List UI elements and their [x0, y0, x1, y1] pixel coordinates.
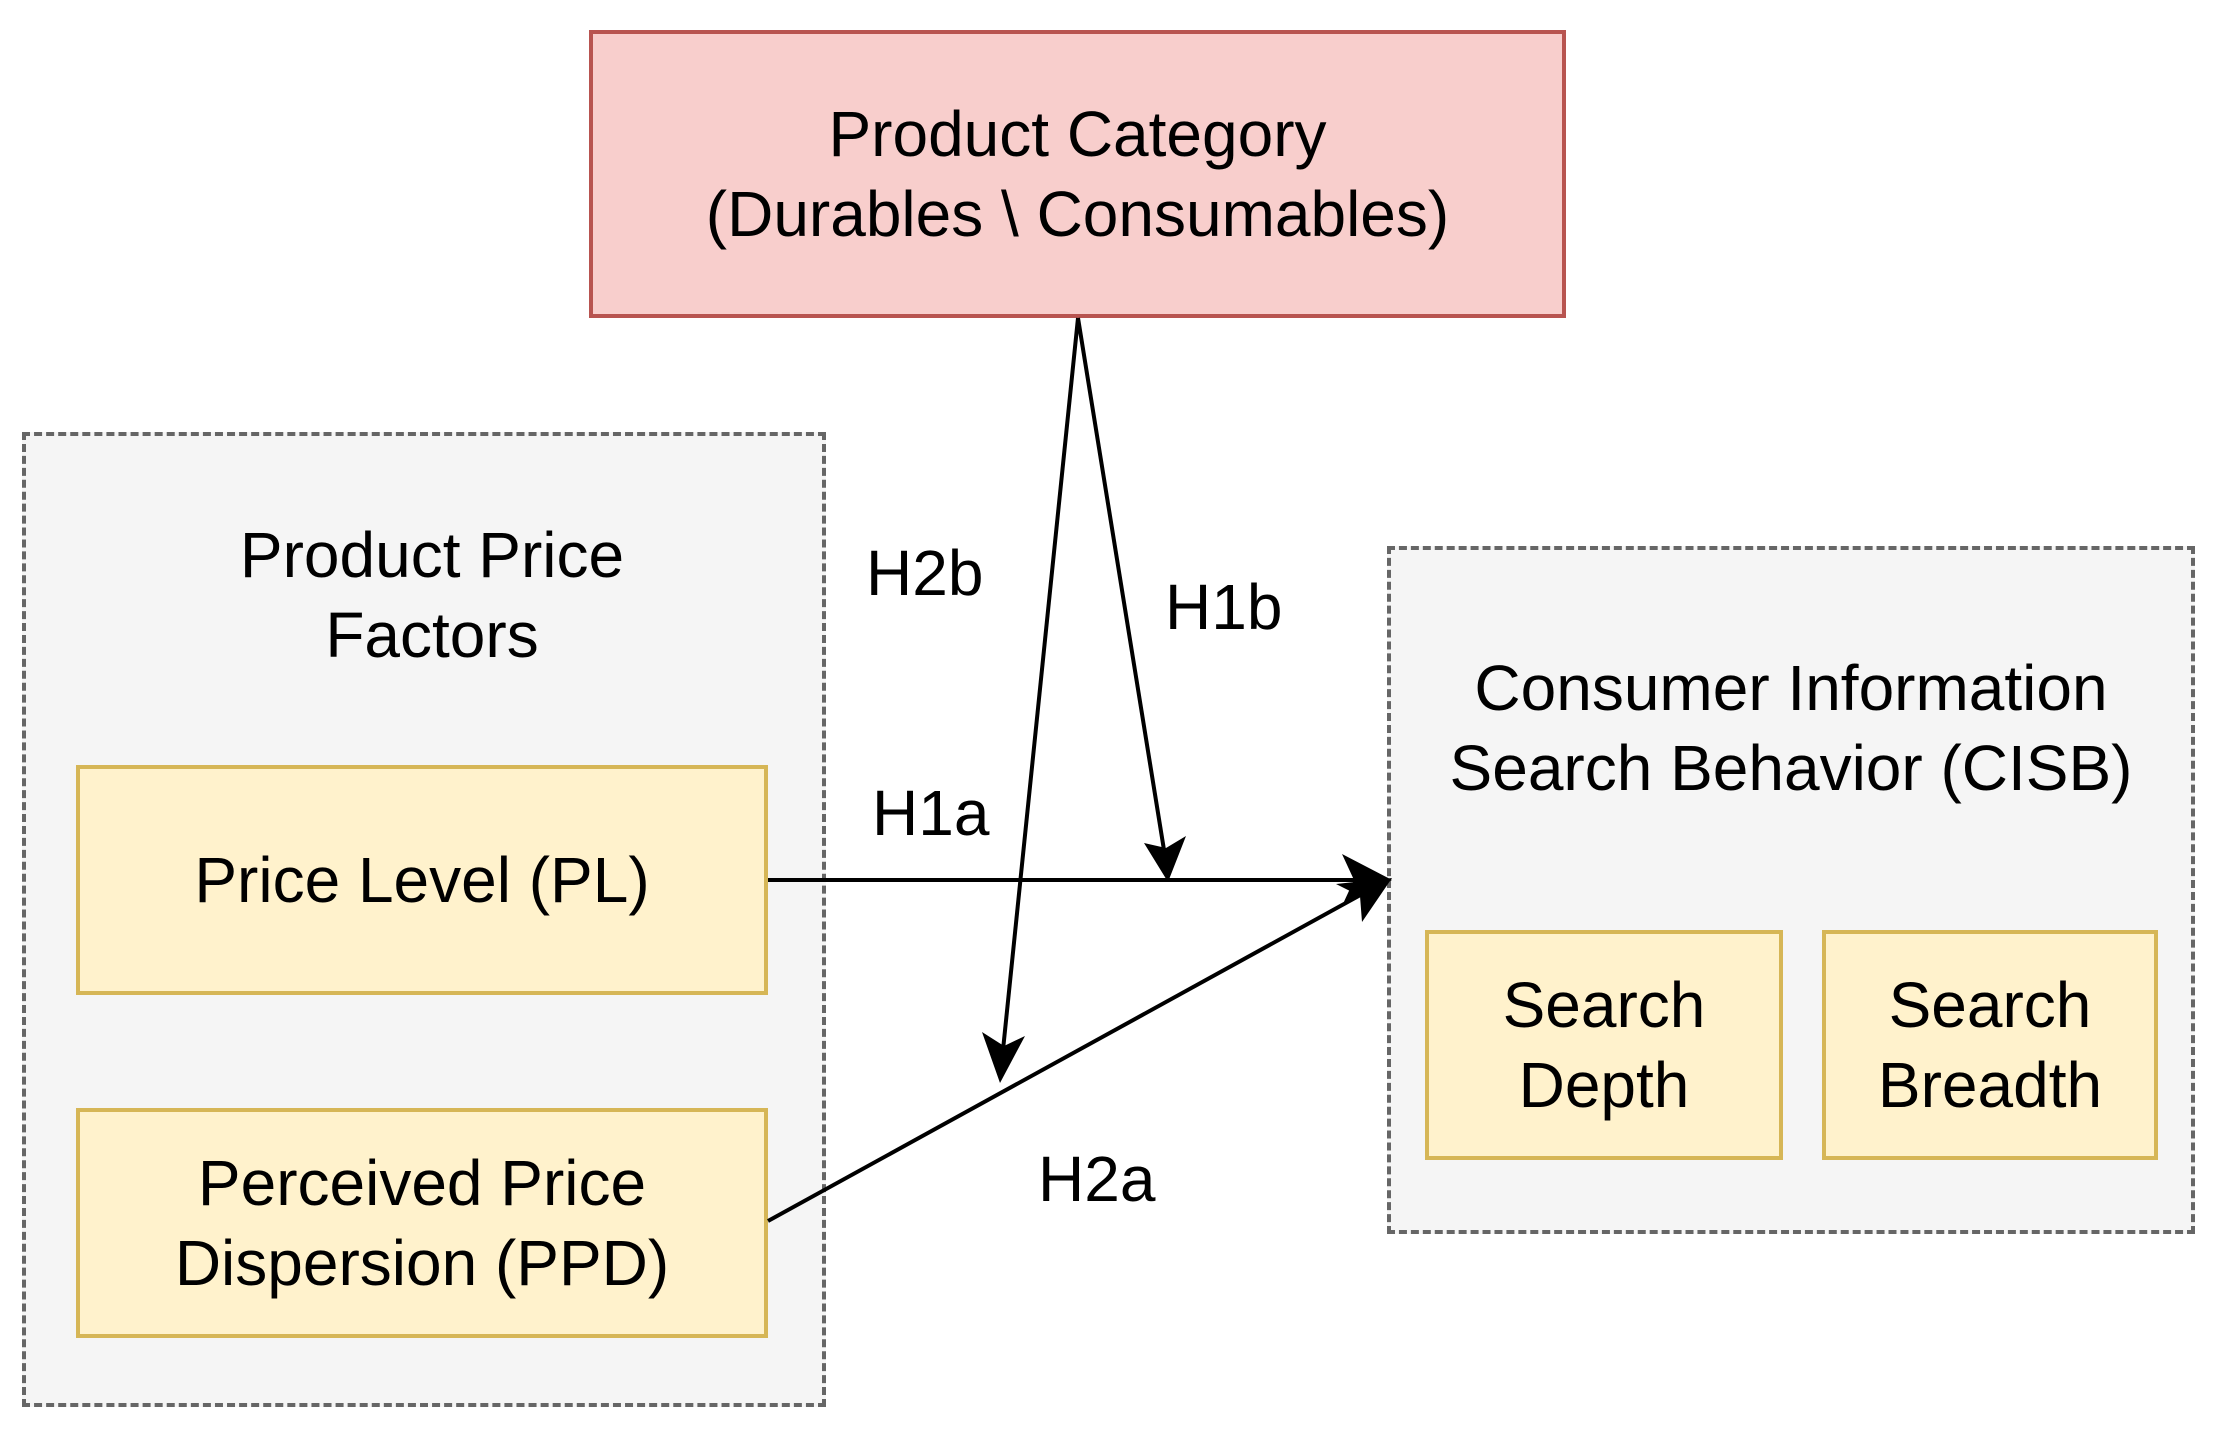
cisb-title-line1: Consumer Information: [1474, 652, 2108, 724]
h2b-arrowhead: [982, 1032, 1025, 1083]
product-price-factors-title-line1: Product Price: [239, 519, 625, 591]
h2b-arrow-line: [1001, 317, 1080, 1051]
h1a-label: H1a: [872, 777, 990, 849]
cisb-title-line2: Search Behavior (CISB): [1449, 732, 2133, 804]
search-breadth-line2: Breadth: [1877, 1049, 2103, 1121]
product-price-factors-title: Product Price Factors: [22, 515, 842, 675]
cisb-title: Consumer Information Search Behavior (CI…: [1387, 648, 2195, 808]
price-level-box: Price Level (PL): [76, 765, 768, 995]
product-category-label: Product Category (Durables \ Consumables…: [706, 94, 1449, 254]
h2a-arrow-line: [767, 891, 1365, 1223]
product-price-factors-title-line2: Factors: [325, 599, 539, 671]
product-category-line2: (Durables \ Consumables): [705, 178, 1450, 250]
perceived-price-dispersion-line2: Dispersion (PPD): [174, 1227, 670, 1299]
h2a-label: H2a: [1038, 1143, 1156, 1215]
product-category-box: Product Category (Durables \ Consumables…: [589, 30, 1566, 318]
price-level-label: Price Level (PL): [194, 844, 650, 916]
search-depth-line2: Depth: [1518, 1049, 1690, 1121]
h1b-label: H1b: [1165, 571, 1283, 643]
h2b-label: H2b: [866, 537, 984, 609]
search-depth-label: Search Depth: [1503, 965, 1706, 1125]
h2a-arrowhead: [1336, 878, 1392, 922]
perceived-price-dispersion-line1: Perceived Price: [197, 1147, 647, 1219]
search-breadth-label: Search Breadth: [1878, 965, 2102, 1125]
perceived-price-dispersion-label: Perceived Price Dispersion (PPD): [175, 1143, 669, 1303]
search-breadth-line1: Search: [1888, 969, 2092, 1041]
h1b-arrow-line: [1076, 317, 1166, 851]
search-depth-box: Search Depth: [1425, 930, 1783, 1160]
perceived-price-dispersion-box: Perceived Price Dispersion (PPD): [76, 1108, 768, 1338]
search-depth-line1: Search: [1502, 969, 1706, 1041]
product-category-line1: Product Category: [828, 98, 1327, 170]
search-breadth-box: Search Breadth: [1822, 930, 2158, 1160]
h1b-arrowhead: [1144, 836, 1186, 882]
